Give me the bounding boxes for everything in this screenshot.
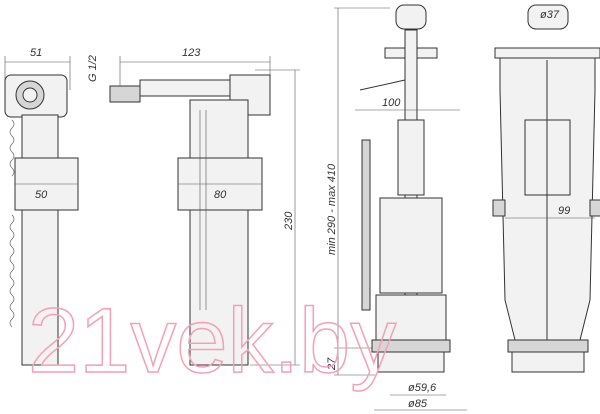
watermark: 21vek.by: [28, 290, 396, 392]
dim-27: 27: [326, 357, 338, 371]
flush-valve-side: 100 ø59,6 ø85 min 290 - max 410 27: [326, 4, 467, 411]
dim-99: 99: [558, 205, 570, 217]
dim-37: ø37: [540, 9, 560, 21]
dim-50: 50: [35, 189, 48, 201]
dim-230: 230: [283, 211, 295, 231]
dim-thread: G 1/2: [87, 55, 99, 82]
dim-100: 100: [382, 97, 401, 109]
dim-80: 80: [214, 189, 227, 201]
bottom-fill-valve: 123 80 G 1/2 230: [87, 47, 300, 366]
dim-51: 51: [30, 47, 42, 59]
dim-height-range: min 290 - max 410: [326, 163, 338, 255]
side-fill-valve: 51 50: [4, 47, 79, 366]
dim-85: ø85: [408, 398, 428, 410]
dim-123: 123: [182, 47, 201, 59]
dim-59-6: ø59,6: [408, 382, 437, 394]
flush-valve-front: ø37 99: [492, 4, 600, 373]
